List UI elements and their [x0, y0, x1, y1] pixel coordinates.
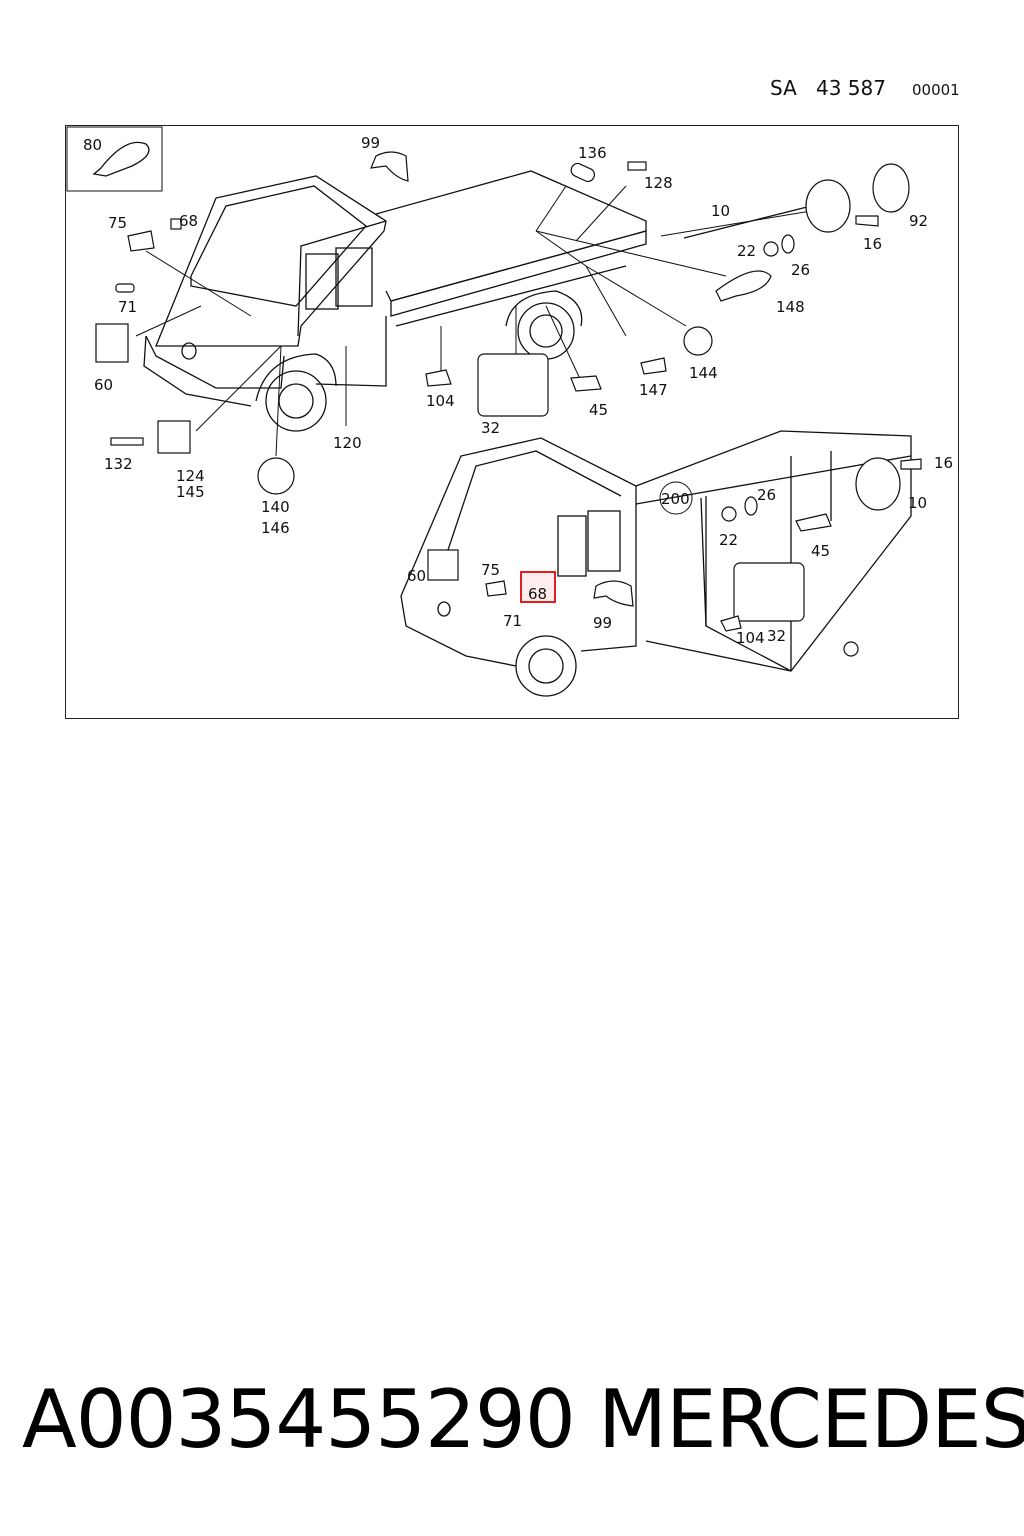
sleeve-136-icon	[570, 162, 596, 183]
label-132: 132	[104, 455, 133, 473]
label-68: 68	[179, 212, 198, 230]
lower-switch-75-icon	[485, 580, 507, 597]
lower-label-104: 104	[736, 629, 765, 647]
relay-60-icon	[95, 323, 129, 363]
nut-22-icon	[763, 241, 779, 257]
lower-lamp-32-icon	[733, 562, 805, 622]
sheet-code: 00001	[912, 81, 960, 99]
label-22: 22	[737, 242, 756, 260]
label-75: 75	[108, 214, 127, 232]
label-144: 144	[689, 364, 718, 382]
highlight-box	[520, 571, 556, 603]
lower-label-26: 26	[757, 486, 776, 504]
rod-10-icon	[683, 205, 812, 239]
drawing-number: 43 587	[816, 76, 886, 100]
label-92: 92	[909, 212, 928, 230]
lower-bracket-45-icon	[795, 513, 832, 532]
lamp-92-icon	[872, 163, 910, 213]
terminal-132-icon	[110, 437, 144, 446]
label-99: 99	[361, 134, 380, 152]
lamp-32-icon	[477, 353, 549, 417]
label-71: 71	[118, 298, 137, 316]
brand-name: MERCEDES	[598, 1373, 1024, 1466]
clip-147-icon	[640, 357, 667, 375]
label-60: 60	[94, 376, 113, 394]
cable-tie-icon	[92, 141, 150, 177]
lower-label-71: 71	[503, 612, 522, 630]
label-45: 45	[589, 401, 608, 419]
label-145: 145	[176, 483, 205, 501]
lower-label-75: 75	[481, 561, 500, 579]
sa-label: SA	[770, 76, 797, 100]
bulb-71-icon	[115, 283, 135, 293]
lower-screw-16-icon	[900, 458, 922, 470]
lower-nut-22-icon	[721, 506, 737, 522]
part-number: A0035455290	[22, 1373, 576, 1466]
grommet-144-icon	[683, 326, 713, 356]
label-148: 148	[776, 298, 805, 316]
label-120: 120	[333, 434, 362, 452]
label-16: 16	[863, 235, 882, 253]
lamp-base-icon	[805, 179, 851, 233]
label-128: 128	[644, 174, 673, 192]
connector-128-icon	[627, 161, 647, 171]
lower-label-22: 22	[719, 531, 738, 549]
lower-label-32: 32	[767, 627, 786, 645]
lower-label-10: 10	[908, 494, 927, 512]
fuse-box-124-icon	[157, 420, 191, 454]
bracket-45-icon	[570, 375, 602, 392]
lower-label-60: 60	[407, 567, 426, 585]
lower-truck: 200 16 26 10 22 45 60 75 68 71 99 104 32	[400, 430, 953, 697]
lower-label-16: 16	[934, 454, 953, 472]
callout-200	[659, 481, 693, 515]
parts-diagram: 80	[66, 126, 953, 697]
grommet-99-icon	[370, 151, 409, 182]
cable-tie-148-icon	[715, 270, 772, 302]
label-10: 10	[711, 202, 730, 220]
drawing-header: SA 43 587 00001	[0, 0, 1024, 120]
label-124: 124	[176, 467, 205, 485]
label-80: 80	[83, 136, 102, 154]
label-26: 26	[791, 261, 810, 279]
lower-screw-icon	[843, 641, 859, 657]
lower-label-45: 45	[811, 542, 830, 560]
lower-grommet-99-icon	[593, 580, 634, 607]
grommet-140-icon	[257, 457, 295, 495]
upper-truck: 99 136 128 75 68 10 92 22 26 16 71 148 6…	[94, 134, 928, 537]
part-footer: A0035455290 MERCEDES	[0, 1370, 1024, 1470]
lower-holder-104-icon	[720, 615, 742, 632]
holder-104-icon	[425, 369, 452, 387]
switch-75-icon	[127, 230, 155, 252]
lower-lamp-10-icon	[855, 457, 901, 511]
lower-relay-60-icon	[427, 549, 459, 581]
lower-washer-26-icon	[744, 496, 758, 516]
label-136: 136	[578, 144, 607, 162]
highlighted-label-68: 68	[528, 585, 547, 603]
label-32: 32	[481, 419, 500, 437]
washer-26-icon	[781, 234, 795, 254]
label-104: 104	[426, 392, 455, 410]
screw-16-icon	[855, 215, 879, 227]
label-147: 147	[639, 381, 668, 399]
inset-box: 80	[66, 126, 163, 192]
lower-label-99: 99	[593, 614, 612, 632]
parts-diagram-frame: 80	[65, 125, 959, 719]
label-200: 200	[661, 490, 690, 508]
label-146: 146	[261, 519, 290, 537]
label-plate-68-icon	[170, 218, 182, 230]
label-140: 140	[261, 498, 290, 516]
